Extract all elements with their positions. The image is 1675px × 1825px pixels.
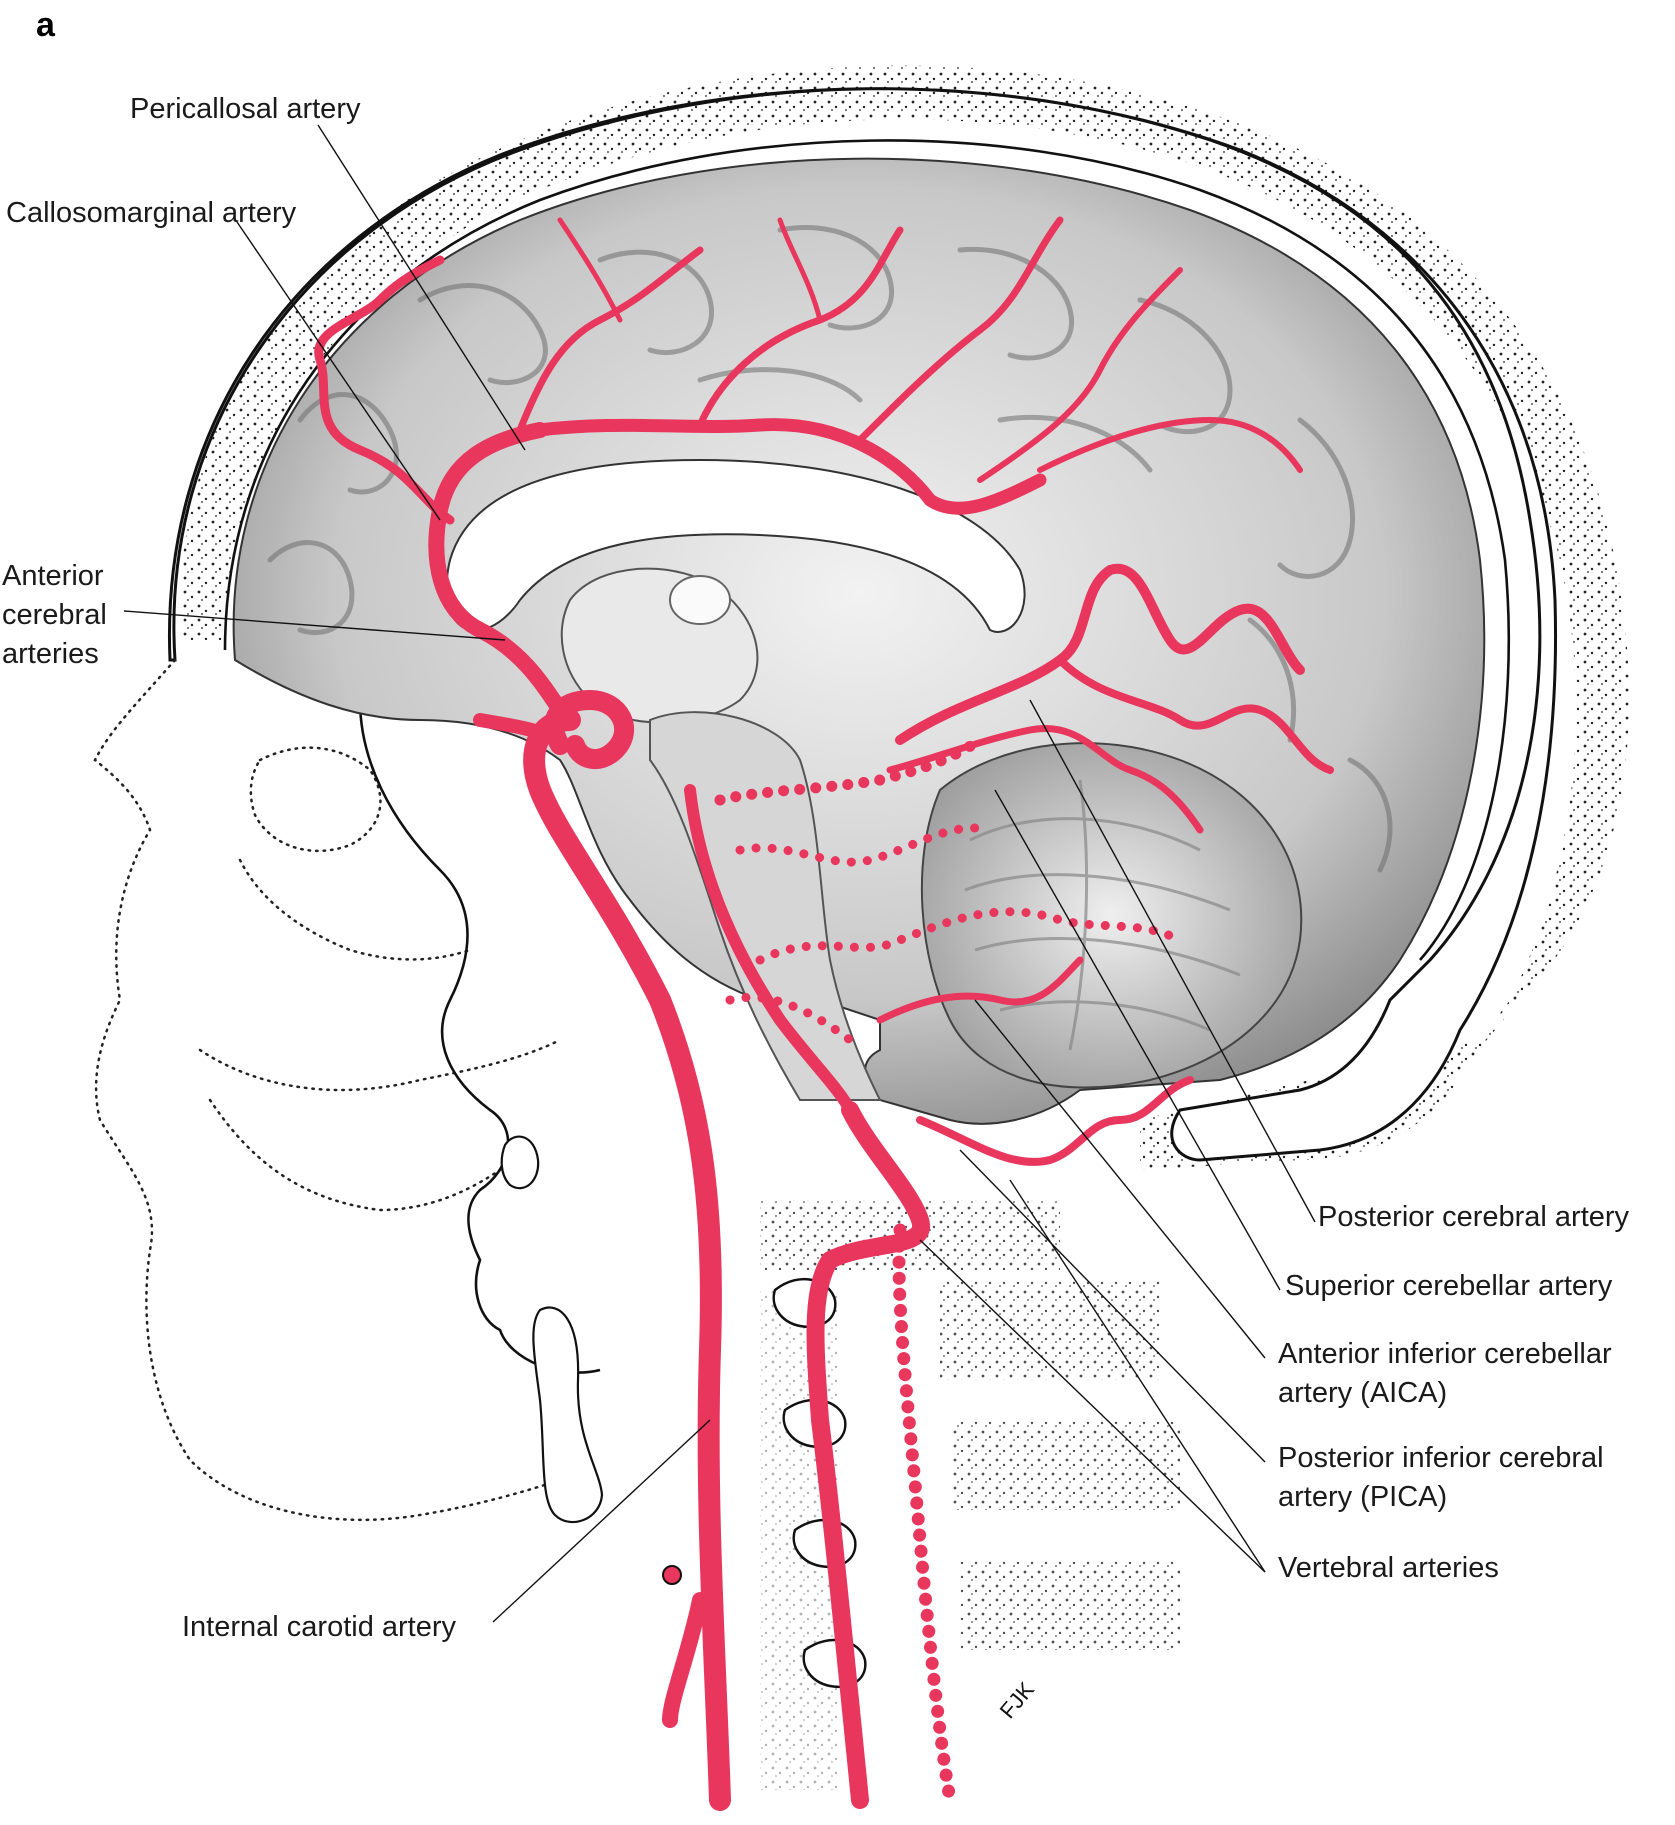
label-internal-carotid-artery: Internal carotid artery [182, 1611, 457, 1643]
cortical-branch [516, 246, 704, 434]
label-aica-line2: artery (AICA) [1278, 1377, 1447, 1409]
thalamus-highlight [669, 575, 731, 625]
cerebellum-folia [964, 779, 1241, 1051]
label-vertebral-arteries: Vertebral arteries [1278, 1552, 1499, 1584]
cortical-branch [977, 267, 1183, 483]
orbit-skeleton [249, 746, 382, 853]
skull-bone [167, 87, 1557, 1162]
dotted-branch [714, 734, 986, 806]
dotted-branch [725, 992, 855, 1045]
label-anterior-cerebral-line2: cerebral [2, 599, 107, 631]
vertebral-vessel [806, 1101, 930, 1809]
superior-cerebellar-vessel [886, 724, 1204, 834]
cortical-branch [856, 216, 1064, 444]
label-superior-cerebellar-artery: Superior cerebellar artery [1285, 1270, 1613, 1302]
corpus-callosum [445, 458, 1026, 633]
cerebral-hemisphere [232, 157, 1486, 1125]
hyoid-bone [532, 1306, 604, 1524]
label-callosomarginal-artery: Callosomarginal artery [6, 197, 297, 229]
panel-label: a [36, 6, 56, 44]
artist-signature: FJK [995, 1677, 1040, 1723]
leader-lines [123, 124, 1316, 1623]
anterior-cerebral-vessel [428, 422, 568, 718]
jaw-skeleton [198, 858, 562, 1212]
face-skeleton [93, 658, 562, 1522]
cortical-branch [557, 217, 623, 323]
cortical-branch [777, 217, 823, 323]
label-pica-line2: artery (PICA) [1278, 1481, 1447, 1513]
label-anterior-cerebral-line3: arteries [2, 638, 99, 670]
label-anterior-cerebral-line1: Anterior [2, 560, 104, 592]
basilar-vessel [684, 784, 856, 1116]
teeth-upper [500, 1135, 540, 1190]
ophthalmic-branch [473, 713, 567, 747]
label-posterior-cerebral-artery: Posterior cerebral artery [1318, 1201, 1630, 1233]
label-pericallosal-artery: Pericallosal artery [130, 93, 361, 125]
brainstem [649, 711, 882, 1101]
carotid-stub [662, 1565, 682, 1585]
arteries [314, 216, 1334, 1811]
pica-vessel [916, 1076, 1194, 1166]
face-profile [358, 699, 601, 1374]
cortical-branch [1037, 417, 1303, 473]
label-pica-line1: Posterior inferior cerebral [1278, 1442, 1604, 1474]
dotted-branch [735, 823, 995, 867]
label-aica-line1: Anterior inferior cerebellar [1278, 1338, 1612, 1370]
pericallosal-vessel [533, 418, 1047, 515]
dotted-branch [755, 907, 1185, 965]
aica-vessel [876, 956, 1084, 1024]
posterior-cerebral-vessel [895, 563, 1305, 745]
carotid-bifurcation [662, 1592, 708, 1728]
internal-carotid-vessel [523, 709, 731, 1811]
posterior-cerebral-branch [1056, 656, 1334, 774]
vertebral-vessel-contralateral [892, 1223, 957, 1807]
callosomarginal-vessel [314, 255, 455, 525]
